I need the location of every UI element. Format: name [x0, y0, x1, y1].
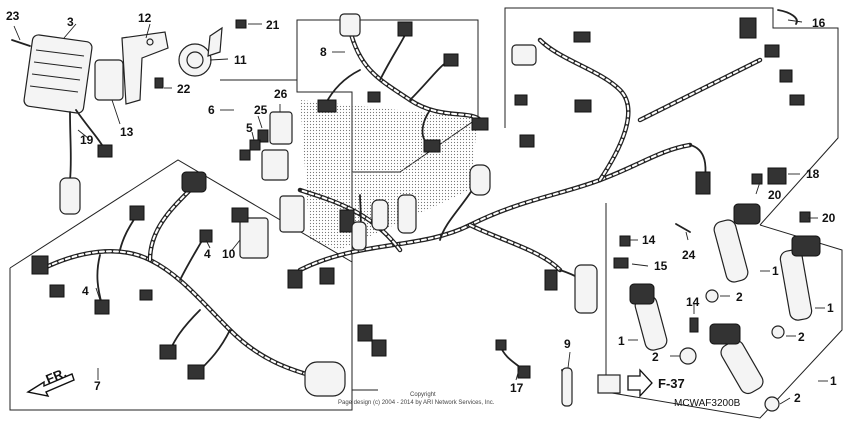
callout-22: 22: [177, 82, 191, 96]
callout-3: 3: [67, 15, 74, 29]
callout-numbers: 23 3 12 21 11 22 6 13 19 8 26 25 5 10 4 …: [6, 9, 837, 405]
page-reference[interactable]: F-37: [627, 368, 685, 398]
callout-11: 11: [234, 53, 247, 67]
callout-12: 12: [138, 11, 152, 25]
frame-main-harness: [220, 79, 378, 391]
regulator-item-3: [23, 34, 124, 215]
callout-26: 26: [274, 87, 288, 101]
callout-14a: 14: [642, 233, 656, 247]
callout-7: 7: [94, 379, 101, 393]
ref-page-label[interactable]: F-37: [658, 376, 685, 391]
callout-14b: 14: [686, 295, 700, 309]
sub-harness-item-7: [31, 171, 346, 397]
harness-connectors: [287, 17, 805, 357]
callout-9: 9: [564, 337, 571, 351]
shading-region: [300, 100, 478, 250]
callout-17: 17: [510, 381, 524, 395]
callout-1b: 1: [827, 301, 834, 315]
callout-21: 21: [266, 18, 280, 32]
callout-20a: 20: [768, 188, 782, 202]
copyright-title: Copyright: [410, 392, 436, 398]
copyright-text: Page design (c) 2004 - 2014 by ARI Netwo…: [338, 400, 495, 406]
callout-20b: 20: [822, 211, 836, 225]
callout-4b: 4: [82, 284, 89, 298]
callout-5: 5: [246, 121, 253, 135]
callout-1c: 1: [618, 334, 625, 348]
callout-2d: 2: [794, 391, 801, 405]
callout-2a: 2: [736, 290, 743, 304]
callout-15: 15: [654, 259, 668, 273]
front-direction-arrow: FR.: [26, 365, 75, 397]
callout-8: 8: [320, 45, 327, 59]
frame-ignition-coils: [605, 203, 843, 419]
frame-upper-right: [504, 7, 839, 226]
callout-2b: 2: [798, 330, 805, 344]
fasteners: [11, 9, 811, 405]
callout-2c: 2: [652, 350, 659, 364]
callout-24: 24: [682, 248, 696, 262]
leader-lines: [13, 19, 828, 405]
callout-16: 16: [812, 16, 826, 30]
center-harness-item-8: [317, 13, 489, 153]
main-wire-harness: [297, 37, 763, 291]
bracket-item-12-13: [121, 31, 169, 105]
callout-6: 6: [208, 103, 215, 117]
callout-25: 25: [254, 103, 268, 117]
callout-13: 13: [120, 125, 134, 139]
horn-item-11: [178, 26, 223, 77]
ignition-coils: [629, 203, 821, 412]
callout-1a: 1: [772, 264, 779, 278]
ecu-area: [231, 111, 305, 259]
plug-cap-item-9: [561, 367, 573, 407]
callout-10: 10: [222, 247, 236, 261]
pigtail-item-17: [495, 339, 531, 379]
callout-1d: 1: [830, 374, 837, 388]
callout-4a: 4: [204, 247, 211, 261]
diagram-code: MCWAF3200B: [674, 398, 741, 409]
callout-18: 18: [806, 167, 820, 181]
callout-23: 23: [6, 9, 20, 23]
callout-19: 19: [80, 133, 94, 147]
front-label: FR.: [44, 365, 69, 387]
